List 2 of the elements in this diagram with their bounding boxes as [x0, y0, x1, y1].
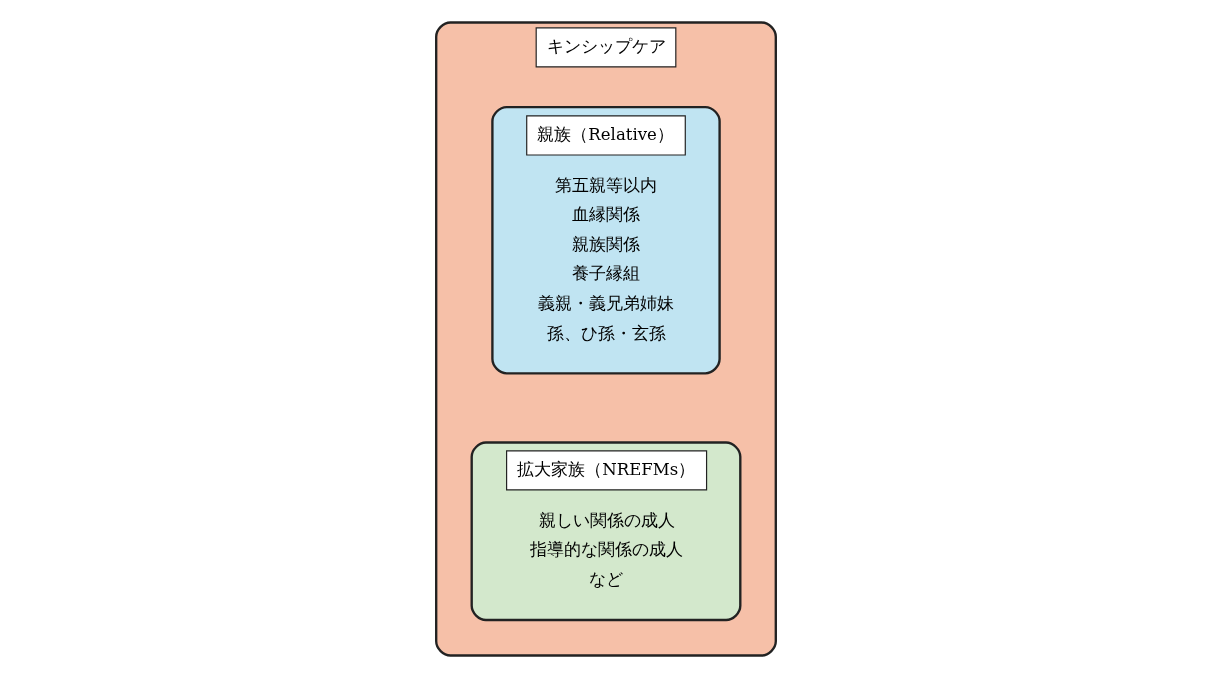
node-box: 親族（Relative） 第五親等以内 血縁関係 親族関係 養子縁組 義親・義兄弟姉妹 孫、ひ孫・玄孫 [491, 105, 721, 375]
node-box: 拡大家族（NREFMs） 親しい関係の成人 指導的な関係の成人 など [470, 441, 742, 622]
